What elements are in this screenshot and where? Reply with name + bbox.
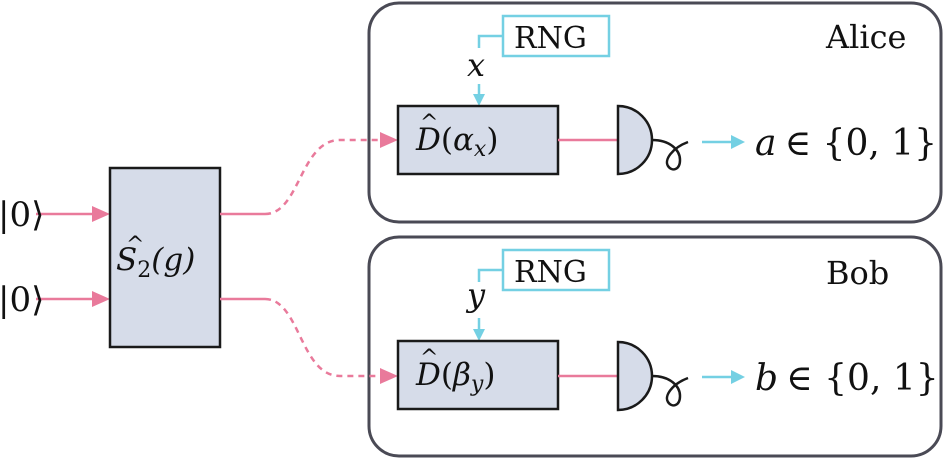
alice-output-arrow — [731, 135, 745, 149]
alice-displacement-hat: ^ — [420, 111, 438, 136]
alice-outcome: a∈ {0, 1} — [755, 123, 937, 164]
alice-detector-icon — [616, 104, 654, 176]
bob-detector-wire-icon — [651, 374, 689, 407]
output-arrow-bottom — [380, 368, 398, 384]
bob-displacement-open: ( — [441, 357, 453, 393]
squeezer-op: S — [116, 242, 137, 278]
squeezer-sub: 2 — [137, 258, 151, 283]
bob-displacement-param: β — [452, 357, 471, 393]
bob-rng-wire — [477, 268, 503, 282]
alice-displacement-op: D — [415, 122, 441, 158]
bob-detector-icon — [616, 340, 654, 412]
alice-outcome-var: a — [755, 123, 776, 164]
bob-title: Bob — [826, 254, 889, 292]
squeezer-box — [108, 166, 222, 349]
output-lines — [220, 132, 398, 384]
input-arrow-top — [92, 206, 110, 222]
alice-rng-label: RNG — [514, 21, 587, 56]
alice-detector-wire-icon — [651, 138, 689, 171]
bob-displacement-hat: ^ — [420, 346, 438, 371]
input-ket-bottom: |0⟩ — [0, 280, 44, 320]
alice-outcome-set: ∈ {0, 1} — [784, 123, 937, 164]
alice-setting-arrow — [473, 94, 485, 106]
output-channel-bottom — [264, 297, 385, 378]
alice-displacement-close: ) — [486, 122, 498, 158]
alice-rng-box — [501, 14, 611, 58]
bob-rng-label: RNG — [514, 255, 587, 290]
squeezer-label: S2(g) — [116, 242, 195, 283]
bob-displacement-sub: y — [470, 372, 484, 397]
alice-displacement-label: D(αx) — [415, 122, 498, 162]
bob-displacement-box — [396, 339, 560, 411]
alice-section: RNG x ^ D(αx) a∈ {0, 1} — [396, 14, 937, 176]
bob-frame — [367, 235, 943, 458]
bob-rng-box — [501, 248, 611, 292]
alice-displacement-box — [396, 104, 560, 176]
alice-displacement-open: ( — [441, 122, 453, 158]
input-arrow-bottom — [92, 291, 110, 307]
input-ket-top: |0⟩ — [0, 195, 44, 235]
output-arrow-top — [380, 132, 398, 148]
input-lines — [36, 206, 110, 307]
squeezer-hat: ^ — [126, 233, 144, 258]
bob-displacement-op: D — [415, 357, 441, 393]
bob-displacement-close: ) — [483, 357, 495, 393]
bob-setting-var: y — [465, 276, 486, 314]
bob-outcome-set: ∈ {0, 1} — [786, 358, 939, 399]
alice-frame — [367, 1, 943, 224]
alice-setting-var: x — [467, 46, 485, 84]
bob-outcome-var: b — [755, 358, 778, 399]
bob-section: RNG y ^ D(βy) b∈ {0, 1} — [396, 248, 939, 412]
bob-outcome: b∈ {0, 1} — [755, 358, 939, 399]
alice-rng-wire — [477, 34, 503, 48]
alice-title: Alice — [825, 18, 906, 56]
bob-displacement-label: D(βy) — [415, 357, 495, 397]
bob-output-arrow — [731, 370, 745, 384]
output-channel-top — [264, 138, 385, 216]
bob-setting-arrow — [473, 329, 485, 341]
alice-displacement-param: α — [453, 122, 474, 158]
alice-displacement-sub: x — [474, 137, 487, 162]
squeezer-arg: (g) — [151, 242, 195, 278]
